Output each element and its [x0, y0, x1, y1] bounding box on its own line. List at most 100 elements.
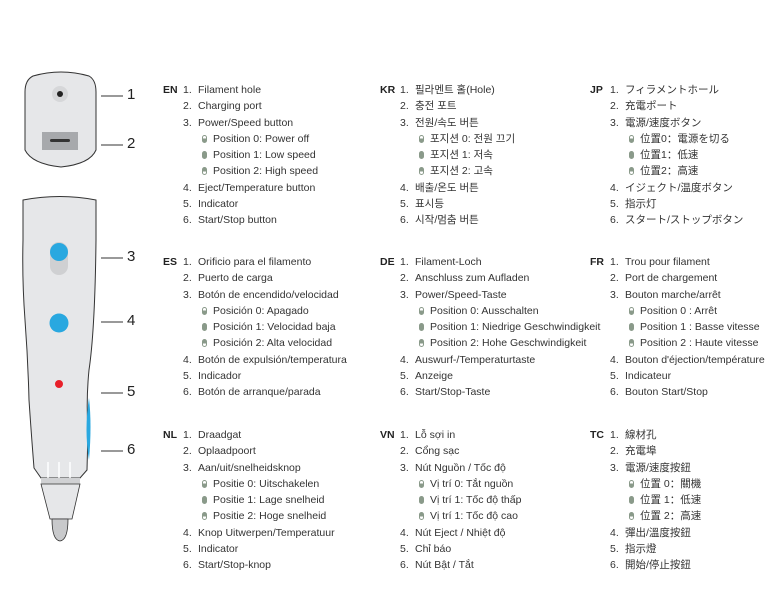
switch-position-icon — [202, 167, 207, 176]
item-number: 6. — [400, 214, 409, 227]
item-number: 6. — [183, 214, 192, 227]
switch-position-icon — [629, 496, 634, 505]
item-label: Botón de expulsión/temperatura — [198, 353, 347, 366]
sub-item-label: Vị trí 1: Tốc độ thấp — [430, 494, 522, 507]
callout-6: 6 — [127, 441, 136, 458]
eject-temperature-button-icon — [49, 313, 69, 333]
switch-position-icon — [202, 496, 207, 505]
item-number: 4. — [400, 353, 409, 366]
item-label: Orificio para el filamento — [198, 256, 312, 268]
item-number: 1. — [183, 84, 192, 96]
sub-item-label: Positie 2: Hoge snelheid — [213, 510, 327, 523]
sub-item-label: Position 1: Niedrige Geschwindigkeit — [430, 321, 601, 334]
switch-position-icon — [629, 134, 634, 143]
item-label: 필라멘트 홀(Hole) — [415, 84, 495, 96]
sub-item-label: Position 0: Ausschalten — [430, 304, 539, 317]
item-label: 충전 포트 — [415, 100, 457, 113]
language-code: FR — [590, 256, 604, 268]
item-number: 5. — [610, 370, 619, 383]
item-number: 2. — [400, 445, 409, 458]
item-label: 표시등 — [415, 198, 444, 211]
switch-position-icon — [202, 479, 207, 488]
item-number: 2. — [400, 272, 409, 285]
switch-position-icon — [629, 512, 634, 521]
sub-item-label: Position 0: Power off — [213, 132, 310, 145]
item-number: 1. — [400, 429, 409, 441]
language-code: KR — [380, 84, 396, 96]
item-number: 5. — [400, 198, 409, 211]
item-label: Trou pour filament — [625, 256, 710, 268]
item-label: Start/Stop button — [198, 214, 277, 227]
item-label: Anschluss zum Aufladen — [415, 272, 530, 285]
item-label: 充電ポート — [625, 100, 678, 113]
item-label: Filament hole — [198, 84, 262, 96]
item-number: 4. — [183, 526, 192, 539]
switch-position-icon — [419, 479, 424, 488]
item-number: 4. — [400, 526, 409, 539]
sub-item-label: Position 2: Hohe Geschwindigkeit — [430, 337, 587, 350]
item-label: 시작/멈춤 버튼 — [415, 214, 479, 227]
sub-item-label: Vị trí 1: Tốc độ cao — [430, 510, 518, 523]
item-number: 4. — [610, 353, 619, 366]
switch-position-icon — [629, 151, 634, 160]
item-label: Start/Stop-knop — [198, 559, 271, 572]
sub-item-label: Position 0 : Arrêt — [640, 304, 718, 317]
switch-position-icon — [202, 323, 207, 332]
item-label: Chỉ báo — [415, 543, 452, 556]
item-number: 2. — [610, 272, 619, 285]
item-label: Puerto de carga — [198, 272, 273, 285]
item-number: 2. — [183, 445, 192, 458]
language-code: ES — [163, 256, 178, 268]
item-number: 3. — [183, 116, 192, 129]
item-number: 5. — [610, 543, 619, 556]
switch-position-icon — [202, 151, 207, 160]
start-stop-button-icon — [86, 398, 91, 460]
callout-lines — [101, 95, 123, 452]
item-label: Nút Bật / Tắt — [415, 559, 474, 572]
indicator-light-icon — [55, 380, 63, 388]
sub-item-label: Posición 1: Velocidad baja — [213, 321, 336, 334]
item-number: 3. — [183, 461, 192, 474]
item-number: 3. — [400, 461, 409, 474]
item-label: Indicador — [198, 370, 242, 383]
callout-1: 1 — [127, 86, 136, 103]
item-label: Power/Speed button — [198, 116, 294, 129]
item-label: 電源/速度ボタン — [625, 116, 702, 129]
item-label: 充電埠 — [625, 445, 657, 458]
item-number: 1. — [400, 256, 409, 268]
switch-position-icon — [629, 306, 634, 315]
switch-position-icon — [419, 512, 424, 521]
switch-position-icon — [202, 512, 207, 521]
sub-item-label: Posición 2: Alta velocidad — [213, 337, 333, 350]
switch-position-icon — [629, 339, 634, 348]
pen-body — [22, 196, 97, 542]
item-label: 開始/停止按鈕 — [625, 559, 691, 572]
sub-item-label: Positie 0: Uitschakelen — [213, 477, 320, 490]
switch-position-icon — [202, 339, 207, 348]
item-number: 3. — [610, 288, 619, 301]
item-number: 5. — [183, 543, 192, 556]
item-number: 4. — [183, 353, 192, 366]
item-number: 6. — [610, 559, 619, 572]
pen-top-view — [24, 71, 97, 168]
sub-item-label: 位置2：高速 — [640, 165, 699, 178]
item-number: 2. — [183, 100, 192, 113]
callout-2: 2 — [127, 135, 136, 152]
item-number: 3. — [183, 288, 192, 301]
item-label: Cổng sạc — [415, 445, 460, 458]
item-label: Botón de encendido/velocidad — [198, 288, 339, 301]
item-label: スタート/ストップボタン — [625, 214, 744, 227]
item-label: Botón de arranque/parada — [198, 386, 321, 399]
sub-item-label: Posición 0: Apagado — [213, 304, 309, 317]
power-speed-button-icon — [50, 243, 68, 261]
item-number: 5. — [400, 370, 409, 383]
switch-position-icon — [419, 167, 424, 176]
sub-item-label: 位置0：電源を切る — [640, 132, 730, 145]
switch-position-icon — [629, 479, 634, 488]
item-label: Nút Nguồn / Tốc độ — [415, 461, 506, 474]
sub-item-label: 位置 1：低速 — [640, 494, 702, 507]
item-number: 6. — [400, 386, 409, 399]
item-number: 1. — [183, 256, 192, 268]
item-number: 4. — [183, 181, 192, 194]
item-label: 전원/속도 버튼 — [415, 116, 479, 129]
